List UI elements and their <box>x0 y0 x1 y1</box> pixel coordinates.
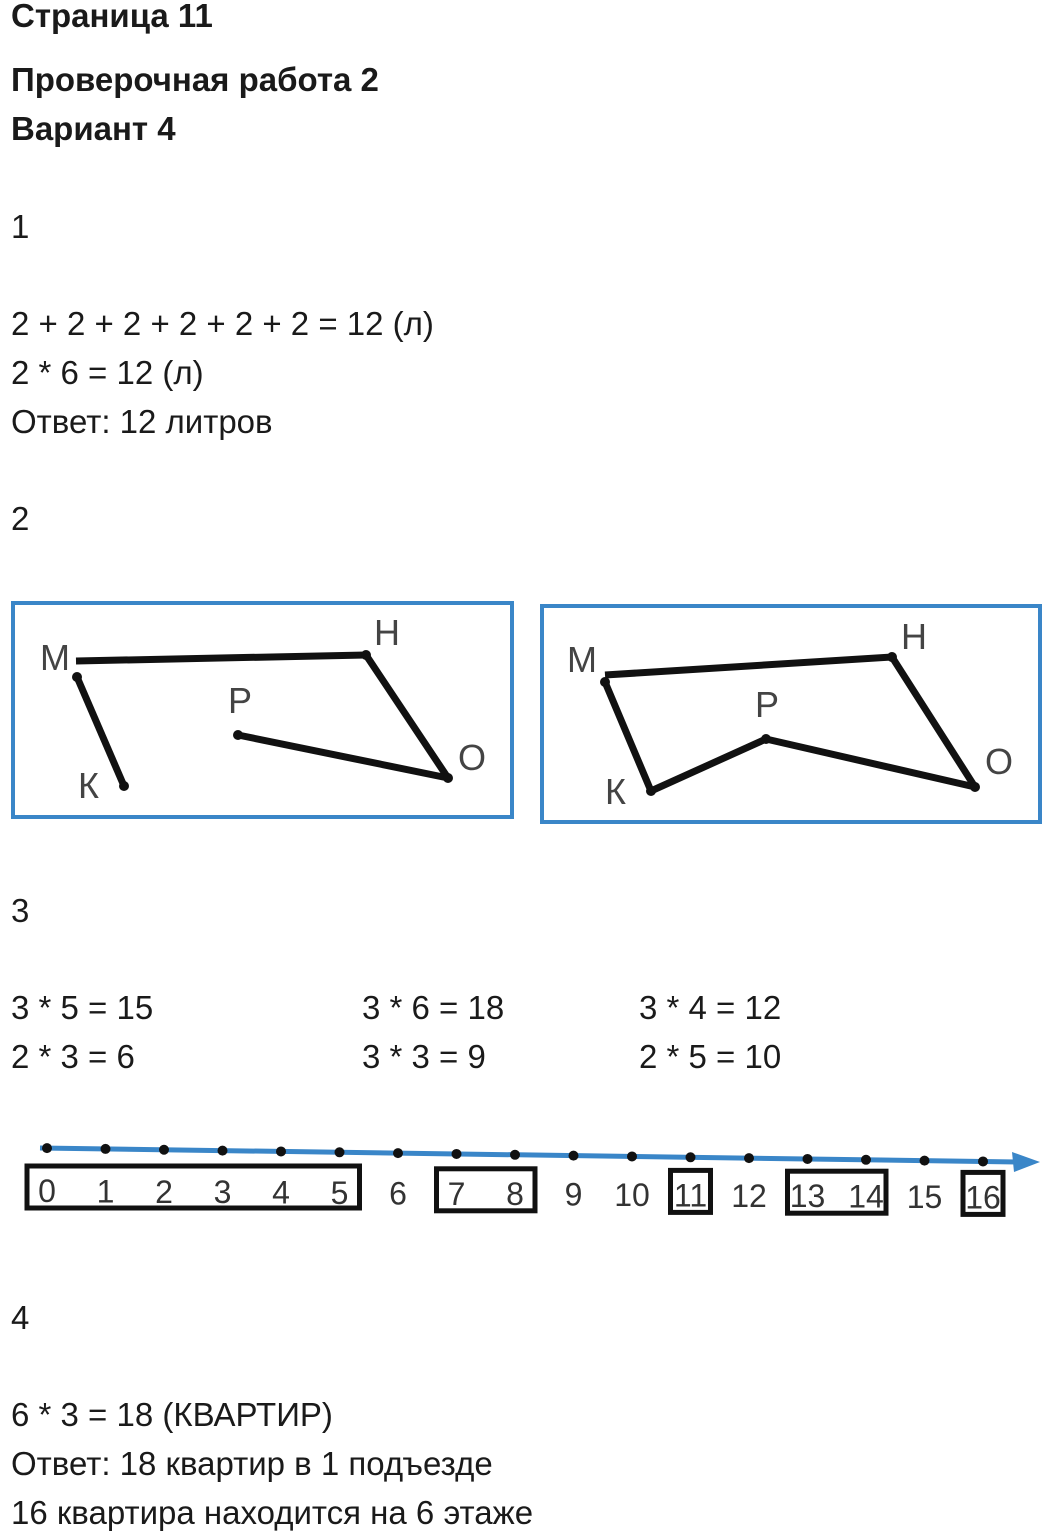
number-line-label: 10 <box>614 1177 650 1213</box>
point-p <box>233 730 243 740</box>
point-m <box>600 677 610 687</box>
segment-mh <box>75 651 367 665</box>
point-o <box>443 773 453 783</box>
label-m: М <box>40 637 70 678</box>
number-line-label: 1 <box>97 1173 115 1209</box>
task4-line-1: 6 * 3 = 18 (КВАРТИР) <box>11 1396 333 1433</box>
number-line-label: 15 <box>907 1179 943 1215</box>
number-line-label: 16 <box>965 1179 1001 1215</box>
equation-r1-c3: 3 * 4 = 12 <box>639 989 782 1026</box>
label-m: М <box>567 639 597 680</box>
task1-answer: Ответ: 12 литров <box>11 403 273 440</box>
number-line-dot <box>510 1149 520 1160</box>
task4-line-3: 16 квартира находится на 6 этаже <box>11 1494 534 1531</box>
number-line-box <box>960 1169 1006 1217</box>
label-p: Р <box>228 680 252 721</box>
number-line-label: 11 <box>674 1177 707 1213</box>
number-line-dot <box>802 1153 813 1164</box>
number-line-label: 7 <box>448 1176 466 1212</box>
segment-mh <box>604 653 893 679</box>
label-k: К <box>605 771 626 812</box>
task4-answer: Ответ: 18 квартир в 1 подъезде <box>11 1445 493 1482</box>
number-line-label: 12 <box>731 1178 767 1214</box>
point-k <box>646 786 656 796</box>
equation-r2-c1: 2 * 3 = 6 <box>11 1038 135 1075</box>
figure-frame <box>11 601 514 819</box>
number-line-dot <box>744 1153 754 1164</box>
number-line-box <box>24 1163 362 1211</box>
figure-frame <box>540 604 1042 824</box>
number-line-axis <box>39 1145 1021 1165</box>
label-o: О <box>458 737 486 778</box>
number-line-dot <box>276 1146 286 1157</box>
number-line-label: 13 <box>790 1178 826 1214</box>
label-p: Р <box>755 684 779 725</box>
number-line-label: 9 <box>565 1177 583 1213</box>
number-line-label: 8 <box>506 1176 524 1212</box>
task3-number: 3 <box>11 892 30 929</box>
number-line-box <box>668 1167 713 1215</box>
label-k: К <box>78 765 99 806</box>
equation-r2-c3: 2 * 5 = 10 <box>639 1038 782 1075</box>
segment-op <box>765 735 976 791</box>
page-number: Страница 11 <box>11 0 213 34</box>
point-h <box>887 652 897 662</box>
task2-figure-left: М Н Р О К <box>11 601 514 819</box>
number-line-label: 14 <box>848 1179 884 1215</box>
number-line-dot <box>627 1151 637 1162</box>
label-o: О <box>985 741 1013 782</box>
segment-mk <box>73 675 128 788</box>
number-line-label: 0 <box>38 1173 56 1209</box>
segment-op <box>237 731 449 782</box>
number-line-label: 6 <box>389 1175 407 1211</box>
equation-r1-c1: 3 * 5 = 15 <box>11 989 154 1026</box>
label-h: Н <box>374 612 400 653</box>
point-m <box>72 672 82 682</box>
number-line-dot <box>159 1144 169 1155</box>
task4-number: 4 <box>11 1299 30 1336</box>
number-line-box <box>785 1168 889 1216</box>
task2-figure-right: М Н Р О К <box>540 604 1042 824</box>
point-p <box>761 734 771 744</box>
number-line-label: 5 <box>331 1175 349 1211</box>
number-line-arrow-icon <box>1012 1152 1040 1172</box>
number-line-box <box>434 1166 538 1214</box>
number-line-dot <box>217 1145 228 1156</box>
number-line-dot <box>568 1150 579 1161</box>
point-o <box>970 782 980 792</box>
number-line-label: 3 <box>214 1174 232 1210</box>
test-title: Проверочная работа 2 <box>11 61 379 98</box>
label-h: Н <box>901 616 927 657</box>
equation-r1-c2: 3 * 6 = 18 <box>362 989 505 1026</box>
task1-number: 1 <box>11 208 30 245</box>
task1-line-2: 2 * 6 = 12 (л) <box>11 354 204 391</box>
segment-pk <box>649 735 768 795</box>
number-line-dot <box>861 1154 871 1165</box>
number-line-dot <box>919 1155 930 1166</box>
number-line-dot <box>451 1148 462 1159</box>
task2-number: 2 <box>11 500 30 537</box>
number-line-dot <box>100 1143 111 1154</box>
segment-ho <box>889 655 978 789</box>
number-line-dot <box>42 1143 52 1154</box>
number-line-dot <box>978 1156 988 1167</box>
equation-r2-c2: 3 * 3 = 9 <box>362 1038 486 1075</box>
number-line-dot <box>393 1148 403 1159</box>
variant-title: Вариант 4 <box>11 110 176 147</box>
number-line-label: 2 <box>155 1174 173 1210</box>
point-h <box>361 650 371 660</box>
task1-line-1: 2 + 2 + 2 + 2 + 2 + 2 = 12 (л) <box>11 305 434 342</box>
number-line-label: 4 <box>272 1175 290 1211</box>
number-line-dot <box>334 1147 345 1158</box>
segment-km <box>601 680 655 793</box>
point-k <box>119 781 129 791</box>
segment-ho <box>363 653 451 780</box>
number-line-dot <box>685 1152 696 1163</box>
